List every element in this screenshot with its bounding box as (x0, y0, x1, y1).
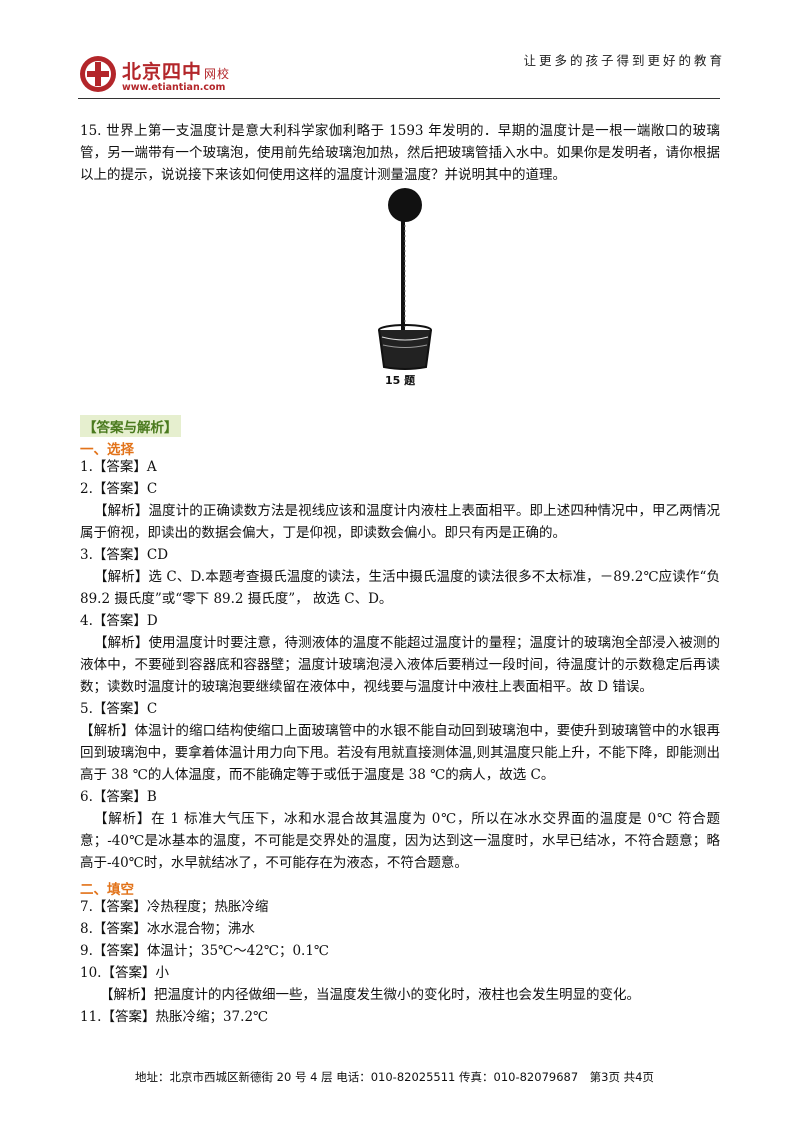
answer-3-explanation: 【解析】选 C、D.本题考查摄氏温度的读法，生活中摄氏温度的读法很多不太标准，－… (80, 569, 720, 607)
answer-2: 2.【答案】C (80, 481, 158, 497)
answer-11: 11.【答案】热胀冷缩；37.2℃ (80, 1009, 269, 1025)
question-text: 15. 世界上第一支温度计是意大利科学家伽利略于 1593 年发明的．早期的温度… (80, 123, 720, 183)
page-footer: 地址：北京市西城区新德街 20 号 4 层 电话：010-82025511 传真… (135, 1070, 654, 1084)
section-fill-title: 二、填空 (80, 882, 134, 898)
header-divider (78, 98, 720, 99)
answer-8: 8.【答案】冰水混合物；沸水 (80, 921, 255, 937)
logo-name: 北京四中网校 (122, 57, 230, 84)
logo-suffix: 网校 (204, 67, 231, 81)
logo: 北京四中网校 www.etiantian.com (78, 52, 278, 98)
header-slogan: 让更多的孩子得到更好的教育 (523, 53, 725, 68)
logo-emblem-icon (80, 56, 116, 92)
answers-title: 【答案与解析】 (80, 415, 181, 437)
thermometer-figure (362, 185, 452, 395)
logo-url: www.etiantian.com (122, 82, 226, 93)
thermometer-in-cup-icon (378, 188, 432, 370)
answer-6: 6.【答案】B (80, 789, 157, 805)
answer-1: 1.【答案】A (80, 459, 157, 475)
answer-5-explanation: 【解析】体温计的缩口结构使缩口上面玻璃管中的水银不能自动回到玻璃泡中，要使升到玻… (80, 723, 720, 783)
answer-4-explanation: 【解析】使用温度计时要注意，待测液体的温度不能超过温度计的量程；温度计的玻璃泡全… (80, 635, 720, 695)
logo-name-text: 北京四中 (122, 61, 203, 83)
answer-10: 10.【答案】小 (80, 965, 169, 981)
answer-2-explanation: 【解析】温度计的正确读数方法是视线应该和温度计内液柱上表面相平。即上述四种情况中… (80, 503, 720, 541)
answer-10-explanation: 【解析】把温度计的内径做细一些，当温度发生微小的变化时，液柱也会发生明显的变化。 (100, 987, 640, 1003)
section-choice-title: 一、选择 (80, 442, 134, 458)
answer-6-explanation: 【解析】在 1 标准大气压下，冰和水混合故其温度为 0℃，所以在冰水交界面的温度… (80, 811, 720, 871)
answer-7: 7.【答案】冷热程度；热胀冷缩 (80, 899, 269, 915)
answer-3: 3.【答案】CD (80, 547, 169, 563)
figure-caption: 15 题 (385, 374, 416, 387)
answer-9: 9.【答案】体温计；35℃～42℃；0.1℃ (80, 943, 330, 959)
answer-4: 4.【答案】D (80, 613, 158, 629)
answer-5: 5.【答案】C (80, 701, 158, 717)
